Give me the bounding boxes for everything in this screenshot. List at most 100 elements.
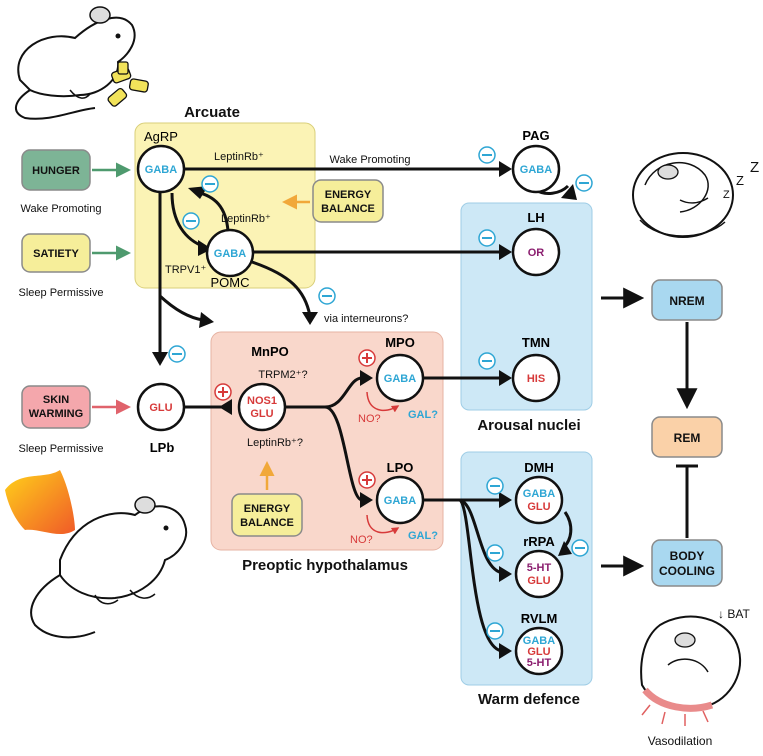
rrpa-neuron[interactable] [514,549,564,599]
nrem-box[interactable]: NREM [651,279,723,321]
dmh-label: DMH [524,460,554,475]
tmn-neuron-label: HIS [527,373,545,385]
agrp-neuron-label: GABA [145,164,177,176]
dmh-neuron-label-2: GLU [527,501,550,513]
energy-balance-1-line2: BALANCE [321,203,375,215]
bat-label: ↓ BAT [718,607,750,621]
feeding-mouse-illustration [15,6,149,120]
lpo-neuron[interactable] [375,475,425,525]
warming-label: WARMING [29,408,83,420]
warm-defence-title: Warm defence [478,691,580,708]
lpo-to-rrpa-line [459,498,504,575]
arousal-title: Arousal nuclei [477,417,580,434]
preoptic-title: Preoptic hypothalamus [242,557,408,574]
agrp-to-mnpo-line [158,294,204,322]
rvlm-neuron-label-3: 5-HT [527,657,552,669]
pomc-neuron-label: GABA [214,248,246,260]
satiety-input[interactable]: SATIETY [21,233,91,273]
lpo-label: LPO [387,460,414,475]
pag-label: PAG [522,128,549,143]
inhibition-marker-tmn [478,352,496,370]
inhibition-marker-rvlm [486,622,504,640]
inhibition-marker-dmh [486,477,504,495]
body-cooling-box[interactable]: BODY COOLING [651,539,723,587]
energy-balance-box-1[interactable]: ENERGY BALANCE [312,179,384,223]
mpo-to-tmn-terminal [499,370,512,386]
via-interneurons-label: via interneurons? [324,313,408,325]
pag-neuron[interactable] [511,144,561,194]
lpb-neuron[interactable] [136,382,186,432]
dmh-to-rrpa-terminal [558,541,572,556]
rem-label: REM [674,431,701,445]
pomc-label: POMC [211,275,250,290]
skin-label: SKIN [43,394,69,406]
sleep-permissive-caption-2: Sleep Permissive [19,443,104,455]
zzz-1: Z [723,189,730,201]
inhibition-marker-lpb [168,345,186,363]
lh-label: LH [527,210,544,225]
agrp-to-mnpo-terminal [199,312,214,328]
rrpa-label: rRPA [523,534,555,549]
vasodilation-mouse-illustration [640,615,742,726]
zzz-3: Z [750,159,759,176]
no-gal-arrow-mpo [366,391,400,413]
excitation-marker-mnpo [214,383,232,401]
body-label: BODY [670,549,705,563]
lpo-to-rrpa-terminal [499,566,512,582]
no-label-mpo: NO? [358,413,381,425]
agrp-to-lpb-terminal [152,352,168,366]
heat-source-icon [5,470,75,535]
lpb-neuron-label: GLU [149,402,172,414]
leptin-label-mnpo: LeptinRb⁺? [247,437,303,449]
inhibition-marker-agrp-pomc [201,175,219,193]
pag-output-terminal [561,184,577,200]
hunger-input[interactable]: HUNGER [21,149,91,191]
inhibition-marker-rrpa [486,544,504,562]
pomc-to-mnpo-line [251,260,312,317]
mnpo-label: MnPO [251,344,289,359]
leptin-label-pomc: LeptinRb⁺ [221,213,271,225]
no-label-lpo: NO? [350,534,373,546]
lpo-neuron-label: GABA [384,495,416,507]
rvlm-neuron-label-1: GABA [523,635,555,647]
pomc-neuron[interactable] [205,228,255,278]
sleeping-mouse-illustration [632,152,734,238]
energy-balance-2-line1: ENERGY [244,503,291,515]
agrp-label: AgRP [144,129,178,144]
vasodilation-label: Vasodilation [648,734,713,748]
hunger-label: HUNGER [32,165,80,177]
cooling-label: COOLING [659,564,715,578]
rvlm-neuron-label-2: GLU [527,646,550,658]
trpv1-label: TRPV1⁺ [165,264,206,276]
rem-box[interactable]: REM [651,416,723,458]
energy-balance-1-line1: ENERGY [325,189,372,201]
mnpo-neuron[interactable] [237,382,287,432]
mnpo-neuron-label-1: NOS1 [247,395,277,407]
lh-neuron[interactable] [511,227,561,277]
wake-promoting-caption: Wake Promoting [21,203,102,215]
mnpo-to-lpo-terminal [360,492,373,508]
dmh-neuron[interactable] [514,475,564,525]
energy-balance-box-2[interactable]: ENERGY BALANCE [231,493,303,537]
pomc-to-lh-terminal [499,244,512,260]
zzz-2: Z [736,173,744,188]
lh-neuron-label: OR [528,247,545,259]
rvlm-neuron[interactable] [514,626,564,676]
dmh-neuron-label-1: GABA [523,488,555,500]
nrem-label: NREM [669,294,704,308]
tmn-label: TMN [522,335,550,350]
excitation-marker-mpo [358,349,376,367]
mnpo-to-lpo-line [324,405,363,502]
tmn-neuron[interactable] [511,353,561,403]
agrp-to-pag-terminal [499,161,512,177]
warmed-mouse-illustration [30,496,188,639]
pomc-to-mnpo-terminal [302,312,318,325]
mpo-neuron[interactable] [375,353,425,403]
agrp-neuron[interactable] [136,144,186,194]
skin-warming-input[interactable]: SKIN WARMING [21,385,91,429]
energy-balance-2-line2: BALANCE [240,517,294,529]
no-gal-arrow-lpo [366,514,400,535]
leptin-label-agrp: LeptinRb⁺ [214,151,264,163]
rrpa-neuron-label-2: GLU [527,575,550,587]
